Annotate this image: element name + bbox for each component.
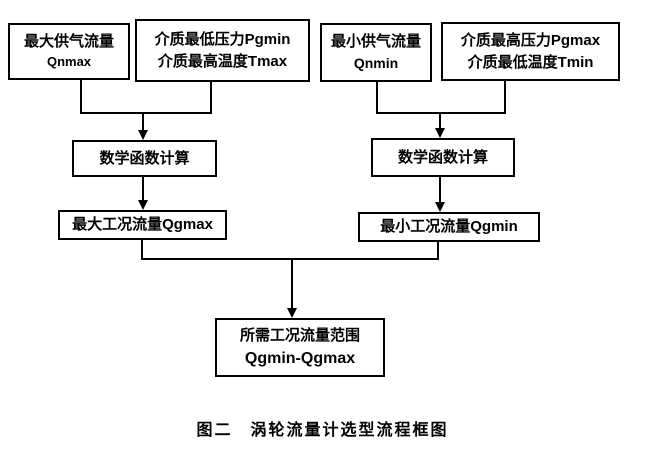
arrow-left-merge-stem — [142, 112, 144, 131]
arrow-result-head — [287, 308, 297, 318]
node-math-calc-right: 数学函数计算 — [371, 138, 515, 177]
figure-caption: 图二 涡轮流量计选型流程框图 — [196, 422, 449, 439]
arrow-math-right-stem — [439, 177, 441, 203]
node-result-line1: 所需工况流量范围 — [239, 327, 360, 345]
node-medium-max-line1: 介质最低压力Pgmin — [154, 30, 291, 48]
node-medium-min-line2: 介质最低温度Tmin — [467, 53, 594, 71]
node-qnmin-line1: 最小供气流量 — [330, 33, 421, 51]
arrow-math-right-head — [435, 202, 445, 212]
node-medium-min-line1: 介质最高压力Pgmax — [460, 31, 601, 49]
node-medium-max-line2: 介质最高温度Tmax — [157, 52, 288, 70]
arrow-right-merge-head — [435, 128, 445, 138]
arrow-math-left-stem — [142, 177, 144, 201]
connector-bottom-merge-line — [141, 258, 439, 260]
node-medium-min: 介质最高压力Pgmax 介质最低温度Tmin — [441, 22, 620, 81]
connector-medium-min-down-line — [504, 81, 506, 114]
node-qnmax-line1: 最大供气流量 — [23, 33, 114, 51]
connector-right-merge-line — [376, 112, 506, 114]
node-qgmin-label: 最小工况流量Qgmin — [380, 218, 518, 236]
connector-qnmax-down-line — [80, 80, 82, 114]
node-qnmax-line2: Qnmax — [46, 53, 92, 69]
arrow-math-left-head — [138, 200, 148, 210]
connector-qgmax-down-line — [141, 240, 143, 260]
connector-medium-max-down-line — [210, 81, 212, 114]
connector-qnmin-down-line — [376, 82, 378, 114]
connector-left-merge-line — [80, 112, 212, 114]
node-qgmax: 最大工况流量Qgmax — [58, 210, 227, 240]
connector-qgmin-down-line — [437, 242, 439, 260]
arrow-right-merge-stem — [439, 112, 441, 129]
node-math-calc-left: 数学函数计算 — [72, 140, 217, 177]
node-medium-max: 介质最低压力Pgmin 介质最高温度Tmax — [135, 19, 310, 82]
node-qnmin: 最小供气流量 Qnmin — [320, 23, 432, 82]
node-result-line2: Qgmin-Qgmax — [244, 349, 356, 367]
arrow-result-stem — [291, 258, 293, 309]
arrow-left-merge-head — [138, 130, 148, 140]
node-math-calc-left-label: 数学函数计算 — [99, 149, 190, 167]
node-result: 所需工况流量范围 Qgmin-Qgmax — [215, 318, 385, 377]
node-qnmin-line2: Qnmin — [353, 55, 399, 72]
node-qnmax: 最大供气流量 Qnmax — [8, 23, 130, 80]
node-qgmax-label: 最大工况流量Qgmax — [72, 216, 213, 234]
node-qgmin: 最小工况流量Qgmin — [358, 212, 540, 242]
node-math-calc-right-label: 数学函数计算 — [397, 148, 488, 166]
